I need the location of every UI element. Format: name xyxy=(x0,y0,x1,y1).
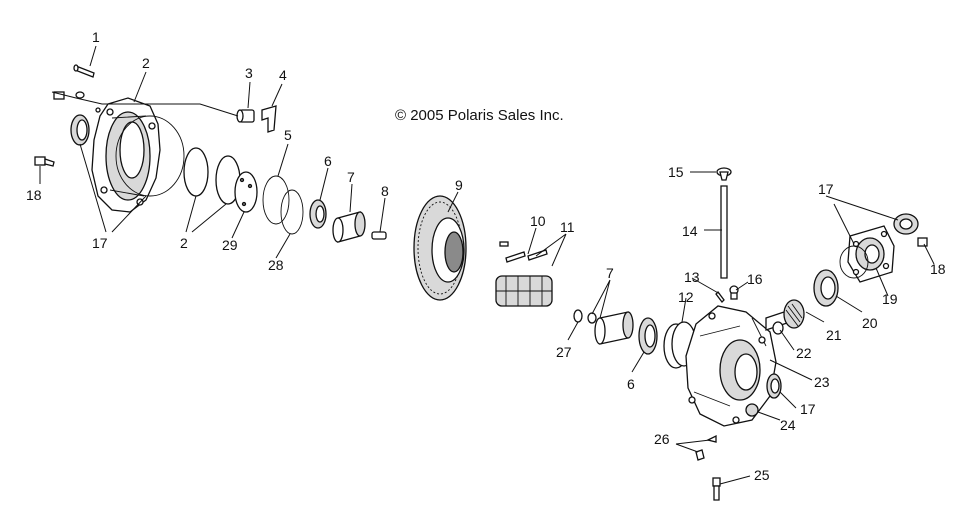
callout-29: 29 xyxy=(222,237,238,253)
pinion-bearing-part xyxy=(813,269,839,307)
callout-labels: 1 2 3 4 2 17 18 5 6 7 8 29 28 9 10 11 15… xyxy=(26,29,946,483)
sleeve-part xyxy=(332,211,366,243)
callout-10: 10 xyxy=(530,213,546,229)
mount-bolt-part xyxy=(712,477,721,501)
callout-14: 14 xyxy=(682,223,698,239)
ring-gear-part xyxy=(413,195,467,301)
callout-6: 6 xyxy=(324,153,332,169)
clip-pair-part xyxy=(695,434,717,461)
fitting-part xyxy=(729,285,739,300)
cover-bolt-part xyxy=(917,237,928,247)
output-seal-part xyxy=(766,373,782,399)
rollers-pins-part xyxy=(499,241,548,263)
copyright-text: © 2005 Polaris Sales Inc. xyxy=(395,107,564,124)
callout-16: 16 xyxy=(747,271,763,287)
pinion-shaft-part xyxy=(765,299,805,331)
callout-17b: 17 xyxy=(818,181,834,197)
callout-17c: 17 xyxy=(800,401,816,417)
callout-19: 19 xyxy=(882,291,898,307)
pinion-cover-part xyxy=(847,225,895,283)
callout-2b: 2 xyxy=(180,235,188,251)
large-oring-part xyxy=(115,115,185,197)
shim-ring-part xyxy=(262,175,290,225)
callout-9: 9 xyxy=(455,177,463,193)
snap-ring-part xyxy=(280,189,304,235)
callout-23: 23 xyxy=(814,374,830,390)
drain-plug-part xyxy=(745,403,759,417)
callout-3: 3 xyxy=(245,65,253,81)
callout-22: 22 xyxy=(796,345,812,361)
callout-20: 20 xyxy=(862,315,878,331)
leader-lines xyxy=(39,45,935,485)
callout-6b: 6 xyxy=(627,376,635,392)
callout-26: 26 xyxy=(654,431,670,447)
callout-12: 12 xyxy=(678,289,694,305)
callout-8: 8 xyxy=(381,183,389,199)
callout-28: 28 xyxy=(268,257,284,273)
callout-4: 4 xyxy=(279,67,287,83)
breather-tube-part xyxy=(720,185,728,279)
dowel-pin-part xyxy=(73,64,95,78)
center-sleeve-part xyxy=(594,311,634,345)
callout-25: 25 xyxy=(754,467,770,483)
cover-oring-part xyxy=(839,245,869,279)
callout-5: 5 xyxy=(284,127,292,143)
callout-17: 17 xyxy=(92,235,108,251)
callout-7: 7 xyxy=(347,169,355,185)
callout-11: 11 xyxy=(560,219,575,235)
ring-a-part xyxy=(183,147,209,197)
center-bearing-part xyxy=(638,317,658,355)
small-bolts-part xyxy=(53,91,101,113)
roller-cage-part xyxy=(495,275,553,307)
callout-18b: 18 xyxy=(930,261,946,277)
callout-1: 1 xyxy=(92,29,100,45)
thrust-plate-part xyxy=(234,171,258,213)
cover-seal-part xyxy=(893,213,919,235)
clip-part xyxy=(573,309,583,323)
callout-13: 13 xyxy=(684,269,700,285)
seal-part xyxy=(70,114,90,146)
bearing-part xyxy=(309,199,327,229)
callout-2: 2 xyxy=(142,55,150,71)
callout-18: 18 xyxy=(26,187,42,203)
breather-cap-part xyxy=(716,167,732,181)
spacer-part xyxy=(587,312,597,324)
small-pin-part xyxy=(715,291,725,303)
callout-21: 21 xyxy=(826,327,842,343)
bracket-part xyxy=(261,105,277,133)
main-housing-part xyxy=(685,305,777,427)
callout-7b: 7 xyxy=(606,265,614,281)
bushing-part xyxy=(236,109,255,123)
front-cover-housing-part xyxy=(91,97,161,213)
pin-part xyxy=(371,231,387,240)
callout-15: 15 xyxy=(668,164,684,180)
callout-24: 24 xyxy=(780,417,796,433)
bolt-part xyxy=(34,156,55,167)
callout-27: 27 xyxy=(556,344,572,360)
